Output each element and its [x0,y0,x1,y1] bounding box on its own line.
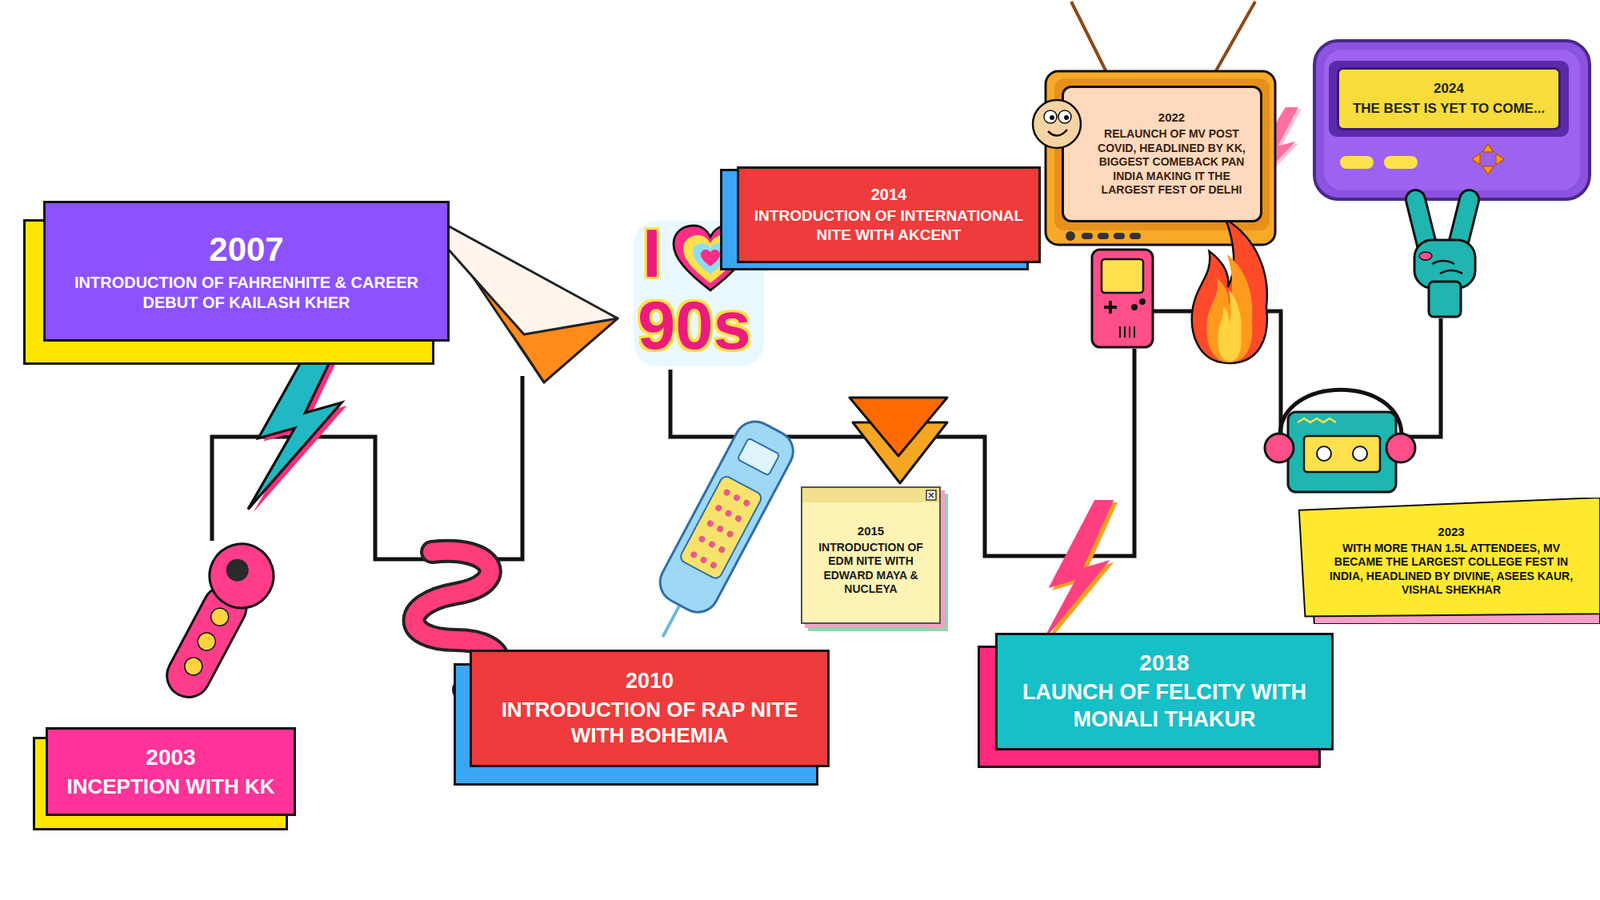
sticker-lettering: I [642,219,662,288]
sticker-lettering: 90s [637,291,752,360]
triangle-sticker [849,397,948,484]
event-text: THE BEST IS YET TO COME... [1347,100,1551,117]
event-text: INTRODUCTION OF INTERNATIONAL NITE WITH … [753,206,1024,245]
event-text: WITH MORE THAN 1.5L ATTENDEES, MV BECAME… [1320,541,1583,598]
tv-screen: 2022RELAUNCH OF MV POST COVID, HEADLINED… [1061,85,1263,223]
year-label: 2007 [60,229,433,270]
timeline-box: 2014INTRODUCTION OF INTERNATIONAL NITE W… [736,166,1041,264]
fire-sticker [1192,219,1268,364]
event-text: INCEPTION WITH KK [62,773,280,800]
event-text: INTRODUCTION OF EDM NITE WITH EDWARD MAY… [808,540,933,597]
phone-sticker [636,414,801,652]
event-text: INTRODUCTION OF FAHRENHITE & CAREER DEBU… [60,272,433,313]
timeline-box: 2003INCEPTION WITH KK [45,727,296,816]
lightning-sticker [248,326,352,512]
year-label: 2010 [486,668,813,694]
year-label: 2022 [1091,110,1252,125]
year-label: 2024 [1347,80,1551,97]
year-label: 2003 [62,744,280,772]
year-label: 2014 [753,184,1024,204]
peace-hand-sticker [1404,188,1481,317]
timeline-box: 2010INTRODUCTION OF RAP NITE WITH BOHEMI… [469,649,830,768]
banner-box: 2023WITH MORE THAN 1.5L ATTENDEES, MV BE… [1296,497,1600,624]
window-box: 2015INTRODUCTION OF EDM NITE WITH EDWARD… [800,486,941,624]
timeline-box: 2018LAUNCH OF FELCITY WITH MONALI THAKUR [995,632,1334,751]
year-label: 2023 [1320,524,1583,540]
timeline-box: 2007INTRODUCTION OF FAHRENHITE & CAREER … [43,200,450,342]
year-label: 2015 [808,524,933,539]
pager-device [1314,40,1590,200]
gameboy-sticker [1092,249,1153,348]
lightning-sticker [1040,500,1118,647]
earbud-sticker [150,532,285,710]
year-label: 2018 [1012,649,1317,677]
event-text: LAUNCH OF FELCITY WITH MONALI THAKUR [1012,679,1317,734]
pager-screen: 2024THE BEST IS YET TO COME... [1336,67,1561,131]
face-sticker [1028,97,1085,151]
event-text: INTRODUCTION OF RAP NITE WITH BOHEMIA [486,696,813,749]
cassette-player-sticker [1264,389,1416,492]
close-button [925,489,937,501]
event-text: RELAUNCH OF MV POST COVID, HEADLINED BY … [1091,127,1252,198]
